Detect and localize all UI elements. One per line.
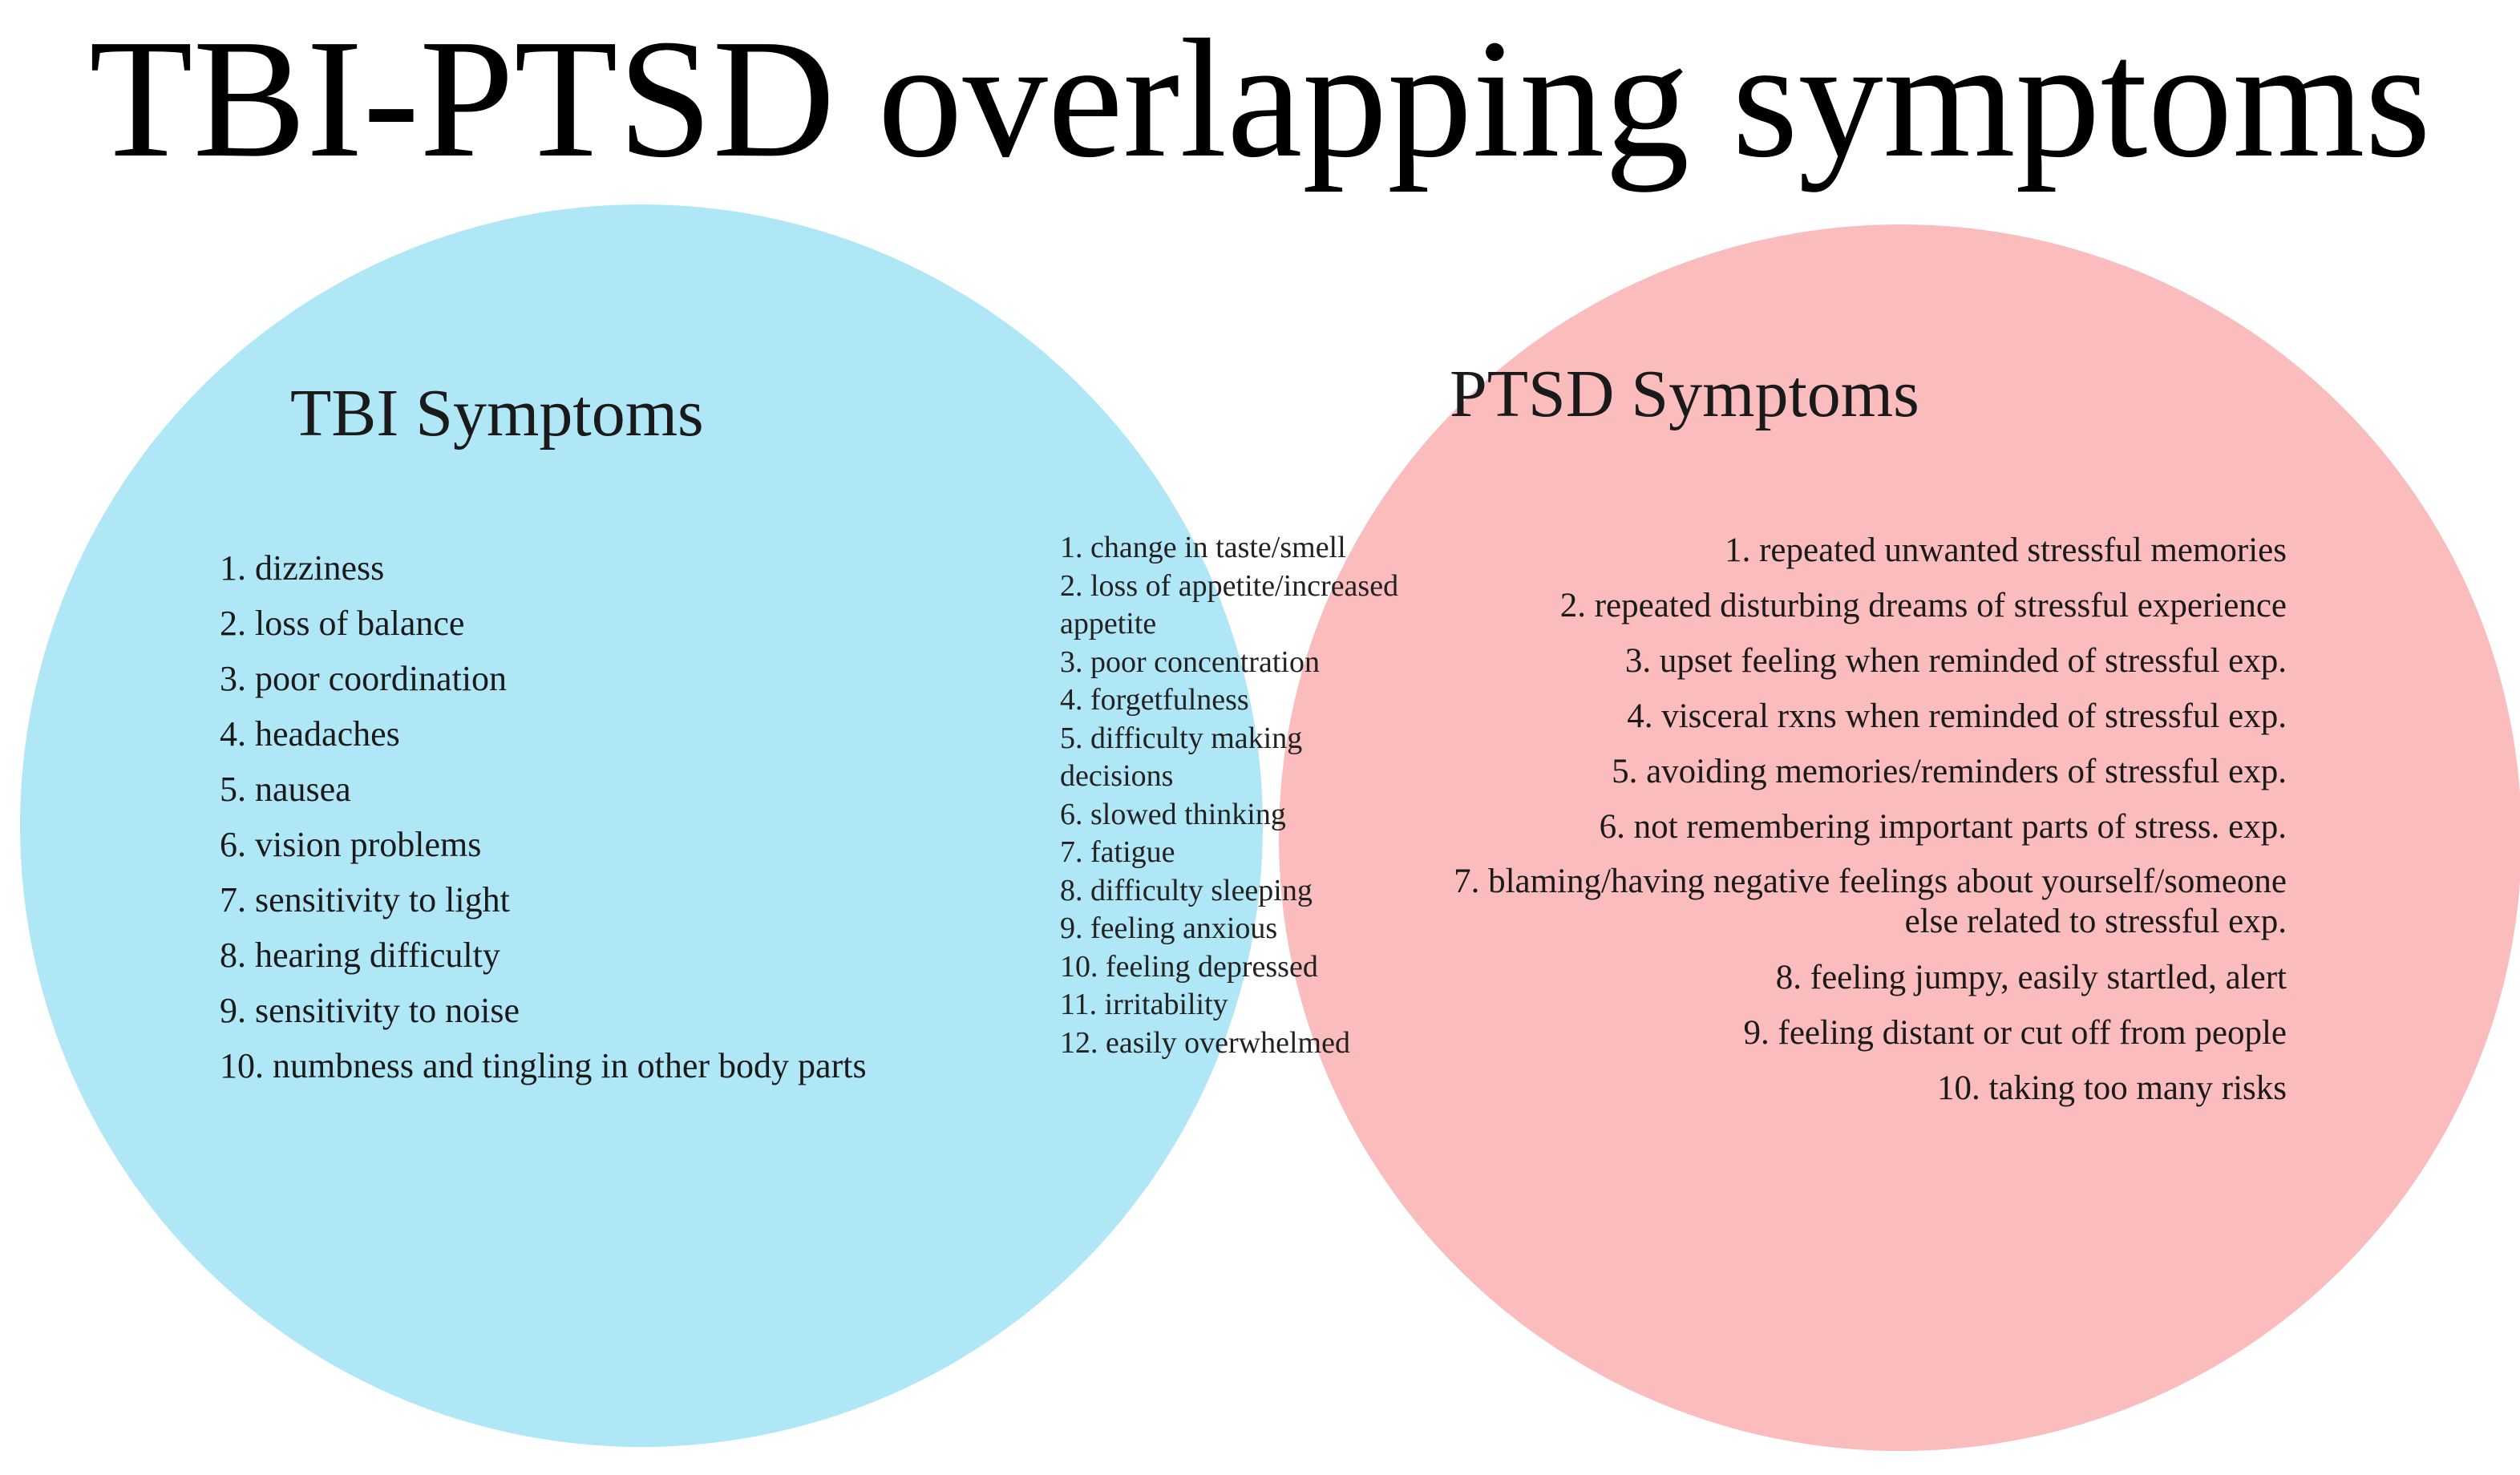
- ptsd-symptom-item: 9. feeling distant or cut off from peopl…: [1743, 1014, 2287, 1052]
- shared-symptom-item: 8. difficulty sleeping: [1060, 873, 1313, 907]
- tbi-symptom-item: 2. loss of balance: [220, 604, 465, 643]
- ptsd-symptom-item: 8. feeling jumpy, easily startled, alert: [1775, 959, 2287, 996]
- ptsd-symptom-item: 10. taking too many risks: [1937, 1069, 2287, 1107]
- shared-symptom-item: 4. forgetfulness: [1060, 683, 1249, 717]
- tbi-symptom-item: 4. headaches: [220, 714, 400, 754]
- ptsd-symptom-item: 1. repeated unwanted stressful memories: [1725, 531, 2287, 569]
- ptsd-symptom-item: 5. avoiding memories/reminders of stress…: [1612, 753, 2287, 790]
- tbi-set-heading: TBI Symptoms: [290, 376, 704, 451]
- diagram-title: TBI-PTSD overlapping symptoms: [89, 4, 2431, 192]
- tbi-symptom-item: 10. numbness and tingling in other body …: [220, 1046, 867, 1085]
- tbi-symptom-item: 5. nausea: [220, 770, 351, 809]
- shared-symptom-item: 6. slowed thinking: [1060, 797, 1286, 831]
- shared-symptom-item: 3. poor concentration: [1060, 645, 1320, 679]
- ptsd-symptom-item: 6. not remembering important parts of st…: [1599, 808, 2287, 846]
- ptsd-symptom-item: 4. visceral rxns when reminded of stress…: [1627, 697, 2287, 735]
- tbi-symptom-item: 3. poor coordination: [220, 659, 508, 698]
- ptsd-set-heading: PTSD Symptoms: [1450, 357, 1919, 431]
- shared-symptom-item: 1. change in taste/smell: [1060, 531, 1346, 564]
- shared-symptom-item: 5. difficulty making decisions: [1060, 721, 1303, 794]
- ptsd-symptom-item: 7. blaming/having negative feelings abou…: [1454, 863, 2287, 940]
- ptsd-symptom-list: 1. repeated unwanted stressful memories …: [1443, 523, 2287, 1116]
- tbi-symptom-item: 1. dizziness: [220, 548, 385, 588]
- tbi-symptom-item: 6. vision problems: [220, 825, 482, 864]
- shared-symptom-item: 11. irritability: [1060, 988, 1228, 1021]
- ptsd-symptom-item: 3. upset feeling when reminded of stress…: [1624, 642, 2287, 680]
- tbi-symptom-item: 8. hearing difficulty: [220, 936, 500, 975]
- tbi-set-circle: [20, 204, 1263, 1447]
- ptsd-set-circle: [1279, 224, 2520, 1451]
- shared-symptom-item: 2. loss of appetite/increased appetite: [1060, 568, 1399, 641]
- ptsd-symptom-item: 2. repeated disturbing dreams of stressf…: [1559, 587, 2287, 624]
- shared-symptom-list: 1. change in taste/smell 2. loss of appe…: [1060, 529, 1405, 1062]
- shared-symptom-item: 7. fatigue: [1060, 835, 1175, 869]
- shared-symptom-item: 10. feeling depressed: [1060, 949, 1318, 984]
- tbi-symptom-item: 9. sensitivity to noise: [220, 991, 520, 1030]
- tbi-symptom-item: 7. sensitivity to light: [220, 880, 510, 919]
- shared-symptom-item: 12. easily overwhelmed: [1060, 1025, 1350, 1060]
- tbi-symptom-list: 1. dizziness 2. loss of balance 3. poor …: [220, 540, 867, 1093]
- shared-symptom-item: 9. feeling anxious: [1060, 911, 1278, 945]
